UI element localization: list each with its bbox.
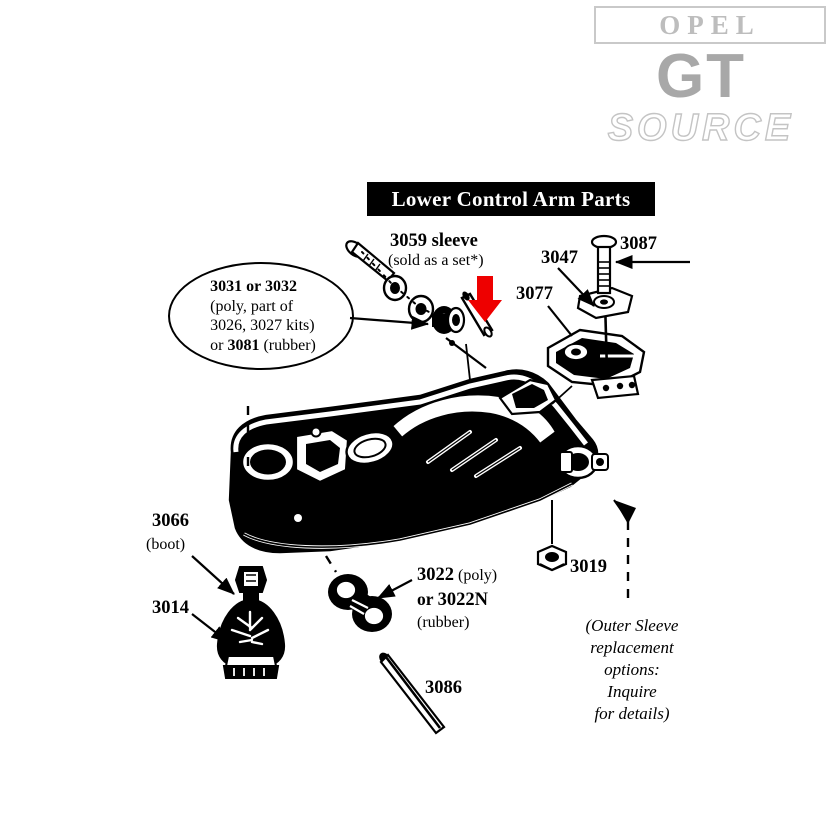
outer-sleeve-note-line-2: replacement xyxy=(590,638,674,657)
outer-sleeve-pointer xyxy=(613,499,636,598)
label-3022: 3022 (poly) xyxy=(417,564,497,586)
outer-sleeve-note-line-3: options: xyxy=(604,660,660,679)
cluster-washer-2 xyxy=(407,294,435,324)
label-3022n-prefix: or xyxy=(417,589,438,609)
dashed-guides xyxy=(246,406,338,573)
outer-sleeve-note-line-1: (Outer Sleeve xyxy=(585,616,679,635)
callout-line-2: (poly, part of xyxy=(210,297,294,315)
label-3022-number: 3022 xyxy=(417,565,454,585)
label-3022n-note: (rubber) xyxy=(417,614,470,631)
part-3019-nut xyxy=(536,544,568,572)
label-3059-sleeve: 3059 sleeve xyxy=(390,230,478,251)
page-title-banner: Lower Control Arm Parts xyxy=(367,182,655,216)
part-3014-ball-joint xyxy=(216,566,286,679)
part-3022-bushing xyxy=(328,574,392,632)
label-3022-note: (poly) xyxy=(458,567,498,584)
callout-oval-3031-3032: 3031 or 3032 (poly, part of 3026, 3027 k… xyxy=(168,262,354,370)
page-title: Lower Control Arm Parts xyxy=(391,186,631,211)
red-highlight-arrow xyxy=(468,276,502,322)
label-3019: 3019 xyxy=(570,557,607,577)
callout-line-1: 3031 or 3032 xyxy=(210,278,297,295)
label-3022n-number: 3022N xyxy=(437,590,488,610)
callout-line-4-number: 3081 xyxy=(227,336,260,354)
outer-sleeve-boss xyxy=(557,444,609,480)
watermark-opel-text: OPEL xyxy=(594,6,826,44)
cluster-bushing xyxy=(432,306,466,334)
callout-line-4-suffix: (rubber) xyxy=(259,336,316,354)
label-3014: 3014 xyxy=(152,598,189,618)
outer-sleeve-note-line-4: Inquire xyxy=(607,682,657,701)
label-3077: 3077 xyxy=(516,284,553,304)
outer-sleeve-note: (Outer Sleeve replacement options: Inqui… xyxy=(558,615,706,725)
lower-control-arm-body xyxy=(228,369,609,554)
watermark-source-text: SOURCE xyxy=(607,107,795,149)
label-3087: 3087 xyxy=(620,234,657,254)
part-3077-mount-bracket xyxy=(546,286,646,400)
outer-sleeve-note-line-5: for details) xyxy=(594,704,670,723)
label-3047: 3047 xyxy=(541,248,578,268)
label-3066-note: (boot) xyxy=(146,536,186,553)
watermark-gt-text: GT xyxy=(655,42,747,111)
cluster-bolt xyxy=(345,240,396,283)
label-3066: 3066 xyxy=(152,511,189,531)
callout-line-3: 3026, 3027 kits) xyxy=(210,317,315,334)
part-3087-bolt xyxy=(590,234,618,295)
label-3059-number: 3059 sleeve xyxy=(390,231,478,251)
cluster-washer-1 xyxy=(382,274,408,302)
label-3059-note: (sold as a set*) xyxy=(388,252,484,269)
opel-gt-source-watermark: OPEL GT SOURCE xyxy=(576,6,826,149)
part-3059-sleeve xyxy=(460,291,494,338)
part-3047-plate xyxy=(576,286,634,320)
label-3022n: or 3022N xyxy=(417,589,488,610)
callout-line-4-prefix: or xyxy=(210,336,228,354)
label-3086: 3086 xyxy=(425,678,462,698)
